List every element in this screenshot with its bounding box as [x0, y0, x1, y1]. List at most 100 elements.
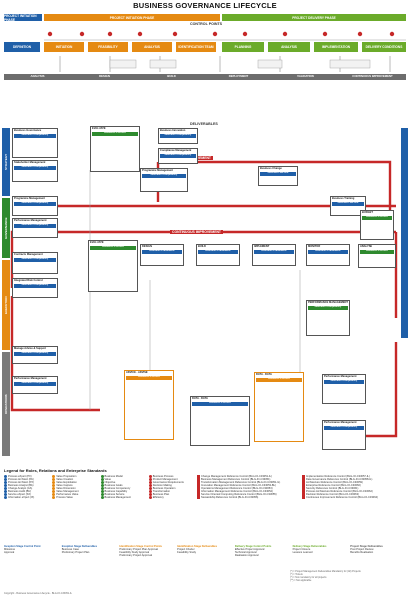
- legend-item: Performance Value: [52, 493, 99, 496]
- note-item: (*) = Tickets: [290, 573, 303, 576]
- gate-legend-item: Feasibility Study Approval: [119, 551, 150, 554]
- card-title: BUDGET: [362, 211, 373, 214]
- stage-analysis-2: ANALYSIS: [268, 42, 310, 52]
- card-badge: Business Process: [90, 246, 136, 250]
- card-badge: Business Process: [92, 132, 138, 136]
- card-continual-improvement: Performance Management Business Competen…: [322, 374, 366, 404]
- card-advice: ADVICE - ADVISE Business Process: [124, 370, 174, 440]
- legend-item: Business Process: [148, 475, 196, 478]
- card-stakeholder-management: Stakeholder Management Business Competen…: [12, 160, 58, 182]
- card-title: DATA - DATA: [256, 373, 272, 376]
- gate-legend-item: Technical Approval: [234, 551, 257, 554]
- legend-item: Decision Making: [148, 484, 196, 487]
- card-badge: Business Process: [192, 402, 248, 406]
- gate-legend-item: Benefits Realisation: [350, 551, 374, 554]
- legend-title: Legend for Roles, Relations and Enterpri…: [4, 468, 107, 473]
- card-title: Manage Advice & Support: [14, 347, 47, 350]
- flow-lines: [59, 56, 391, 72]
- legend-col6: Implementation Reference Control (BLG-IO…: [302, 475, 406, 535]
- gate-legend-item: Feasibility Study: [177, 551, 197, 554]
- gate-legend-item: Project Charter: [177, 548, 195, 551]
- notes: (*) = Project Management Deliverables Ma…: [290, 570, 406, 582]
- legend-item: Product Management: [148, 478, 196, 481]
- gate-legend-item: Preliminary Project Plan: [61, 551, 90, 554]
- legend-item: Governance Requirements: [148, 481, 196, 484]
- legend-item: Value: [100, 478, 148, 481]
- card-programme-management: Programme Management Business Competency: [12, 196, 58, 216]
- legend-item: Implementation Reference Control (BLG-IO…: [302, 475, 406, 478]
- gate-legend-4: Delivery Stage Control Points Effective …: [235, 545, 291, 585]
- card-badge: Business Framework: [308, 250, 348, 254]
- card-badge: Business Competency: [160, 134, 196, 138]
- card-title: EVALUATE: [92, 127, 106, 130]
- legend-item: Business Service: [100, 493, 148, 496]
- card-badge: Business Competency: [14, 284, 56, 288]
- card-title: Compliance Management: [160, 149, 192, 152]
- process-validation: VALIDATION: [297, 74, 314, 78]
- card-title: Business Innovation: [160, 129, 186, 132]
- card-badge: Business Framework: [142, 250, 182, 254]
- card-badge: Business Competency: [14, 134, 56, 138]
- process-continuous-improvement: CONTINUOUS IMPROVEMENT: [352, 74, 393, 78]
- card-badge: Business Process: [126, 376, 172, 380]
- gate-legend-title: Identification Stage Deliverables: [177, 545, 218, 548]
- legend-item: Value Proposition: [52, 475, 99, 478]
- gate-legend-item: Project Closure: [292, 548, 311, 551]
- card-title: Business Training: [332, 197, 355, 200]
- card-badge: Business Competency: [14, 258, 56, 262]
- gate-legend-0: Inception Stage Control Point Milestone …: [4, 545, 60, 585]
- footer-text: Copyright - Business Governance Lifecycl…: [4, 592, 72, 595]
- card-implement: IMPLEMENT Business Framework: [252, 244, 296, 266]
- card-badge: Business Competency: [324, 426, 364, 430]
- legend-item: Objective: [100, 481, 148, 484]
- gate-legend-item: Effective Project Approval: [234, 548, 265, 551]
- note-item: (*) = Not mandatory for all projects: [290, 576, 327, 579]
- card-title: Programme Management: [14, 197, 45, 200]
- card-budget: BUDGET Business Process: [360, 210, 394, 240]
- legend-item: Business Model: [100, 475, 148, 478]
- card-advice-support: Manage Advice & Support Business Compete…: [12, 346, 58, 364]
- process-build: BUILD: [167, 74, 176, 78]
- legend-col3: Business Model Value Objective Business …: [100, 475, 148, 535]
- card-evaluate: EVALUATE Business Process: [90, 126, 140, 172]
- legend-item: Enterprise Reference Control (BLG-IO-C33…: [302, 484, 406, 487]
- stage-identification: IDENTIFICATION TEAM: [176, 42, 216, 52]
- card-title: Programme Management: [142, 169, 173, 172]
- card-business-innovation: Business Innovation Business Competency: [158, 128, 198, 144]
- legend-item: Operations Management Reference Control …: [197, 487, 301, 490]
- card-badge: Business Competency: [14, 352, 56, 356]
- gate-legend-item: Business Case: [61, 548, 80, 551]
- legend-item: Security Reference Control (BLG-IO-C3306…: [302, 487, 406, 490]
- card-build: BUILD Business Framework: [196, 244, 240, 266]
- card-performance-management-2: Performance Management Business Competen…: [12, 376, 58, 394]
- legend-item: Change Management Reference Control (BLG…: [197, 475, 301, 478]
- legend-item: Information eXpert (IX): [4, 496, 51, 499]
- legend-item: Business Analyst (BA): [4, 484, 51, 487]
- legend-item: Continuous Improvement Reference Control…: [302, 496, 406, 499]
- stage-analysis: ANALYSIS: [132, 42, 172, 52]
- card-badge: Business Competency: [14, 166, 56, 170]
- card-badge: Business Competency: [324, 380, 364, 384]
- card-badge: Business Process: [360, 250, 394, 254]
- process-deployment: DEPLOYMENT: [228, 74, 249, 78]
- continuous-improvement-label-2: CONTINUOUS IMPROVEMENT: [170, 230, 223, 234]
- card-data-mid: DATA - DATA Business Process: [190, 396, 250, 446]
- legend-item: Transformation: [148, 490, 196, 493]
- legend-col5: Change Management Reference Control (BLG…: [197, 475, 301, 535]
- card-performance-lower: Performance Management Business Competen…: [322, 420, 366, 450]
- legend-item: Process Value: [52, 496, 99, 499]
- note-item: (**) = Not applicable: [290, 579, 312, 582]
- card-performance-mgmt: PERFORMANCE MANAGEMENT Business Competen…: [306, 300, 350, 336]
- legend-item: Value Dimension: [52, 487, 99, 490]
- legend-item: Architecture Reference Control (BLG-IO-C…: [302, 481, 406, 484]
- gate-legend-item: Realisation Approval: [234, 554, 259, 557]
- card-integrated-risk-control: Integrated Risk Control Business Compete…: [12, 278, 58, 298]
- legend-item: Value Management: [52, 490, 99, 493]
- gate-legend-title: Delivery Stage Deliverables: [292, 545, 327, 548]
- process-design: DESIGN: [99, 74, 110, 78]
- legend-item: Transformation Management Reference Cont…: [197, 481, 301, 484]
- card-compliance-management: Compliance Management Business Competenc…: [158, 148, 198, 164]
- legend-item: Business Capability: [100, 490, 148, 493]
- gate-legend-title: Inception Stage Deliverables: [61, 545, 98, 548]
- card-badge: Business Competency: [14, 202, 56, 206]
